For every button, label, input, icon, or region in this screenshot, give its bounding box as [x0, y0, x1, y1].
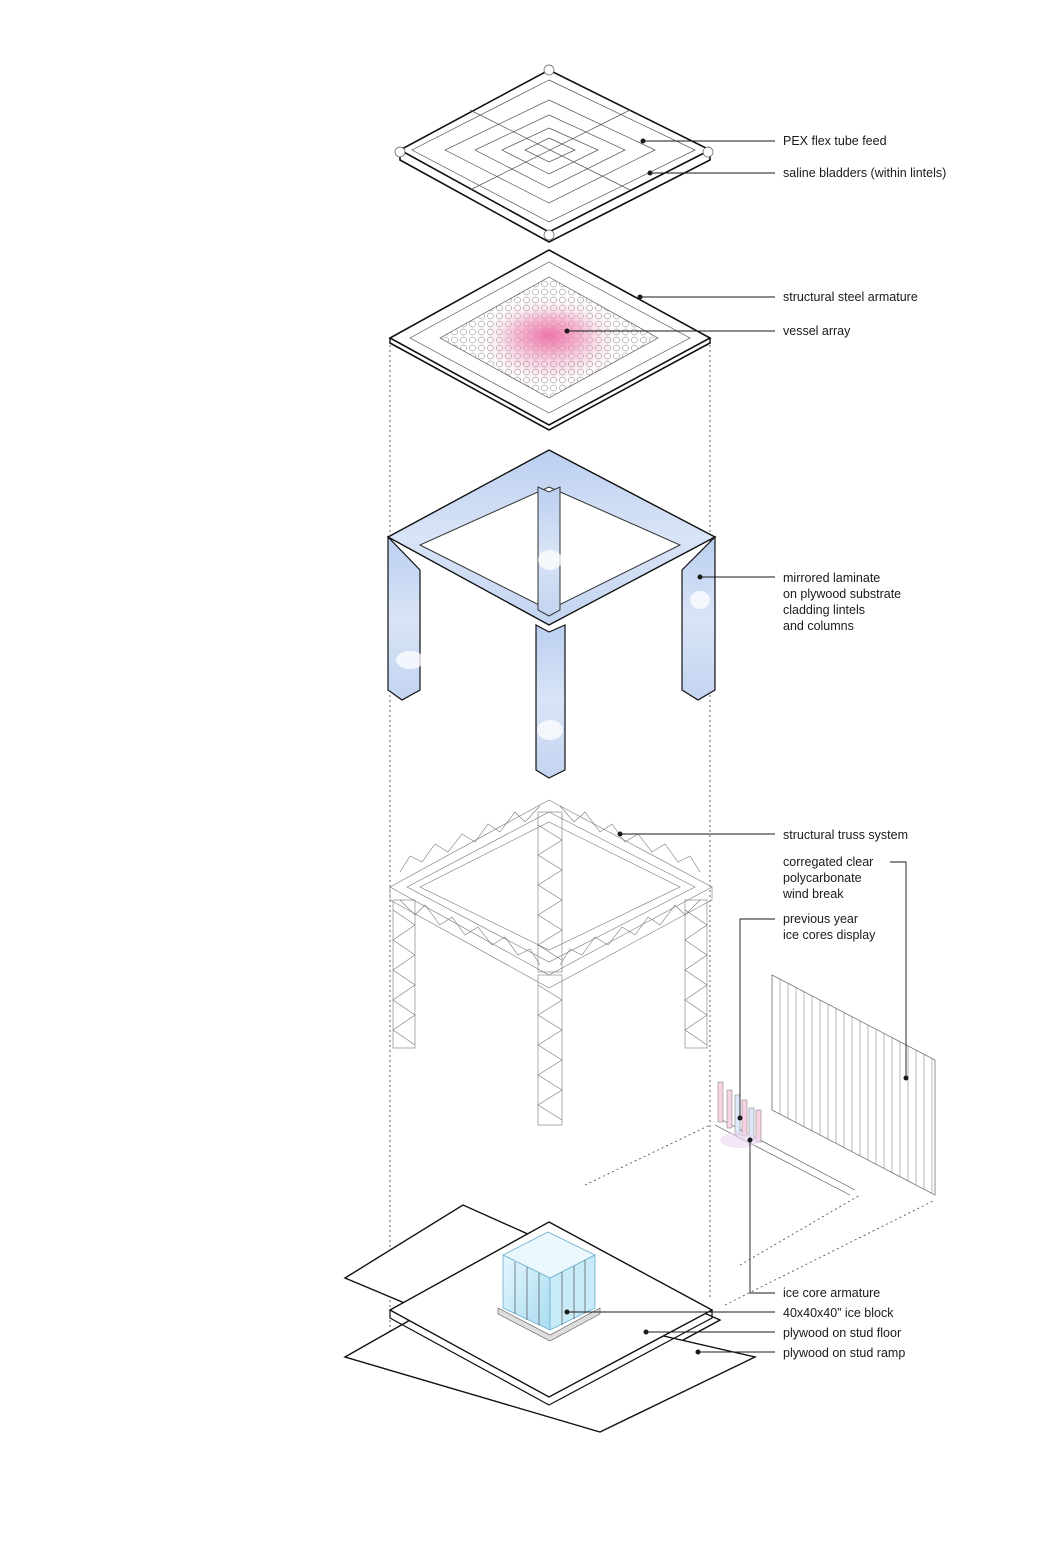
steel-armature [388, 249, 712, 431]
vessel-array-glow [489, 303, 609, 367]
label-wind-break-1: corregated clear [783, 855, 873, 869]
leader-lines [564, 138, 909, 1355]
ice-block [497, 1231, 601, 1342]
label-stud-floor: plywood on stud floor [783, 1326, 901, 1340]
truss-system [389, 799, 713, 1126]
label-ice-block: 40x40x40” ice block [783, 1306, 894, 1320]
saline-bladder-lid [394, 64, 714, 243]
label-mirrored-laminate-3: cladding lintels [783, 603, 865, 617]
label-vessel-array: vessel array [783, 324, 851, 338]
projection-lines [389, 340, 936, 1340]
label-ice-cores-display-1: previous year [783, 912, 858, 926]
label-stud-ramp: plywood on stud ramp [783, 1346, 905, 1360]
label-mirrored-laminate-2: on plywood substrate [783, 587, 901, 601]
label-steel-armature: structural steel armature [783, 290, 918, 304]
label-ice-cores-display-2: ice cores display [783, 928, 876, 942]
label-mirrored-laminate-1: mirrored laminate [783, 571, 880, 585]
label-pex-feed: PEX flex tube feed [783, 134, 887, 148]
label-truss-system: structural truss system [783, 828, 908, 842]
label-saline-bladders: saline bladders (within lintels) [783, 166, 946, 180]
label-mirrored-laminate-4: and columns [783, 619, 854, 633]
label-ice-core-armature: ice core armature [783, 1286, 880, 1300]
label-wind-break-2: polycarbonate [783, 871, 862, 885]
labels: PEX flex tube feed saline bladders (with… [782, 134, 946, 1360]
label-wind-break-3: wind break [782, 887, 844, 901]
corrugated-wind-break [771, 974, 936, 1196]
mirrored-laminate-frame [386, 449, 717, 779]
